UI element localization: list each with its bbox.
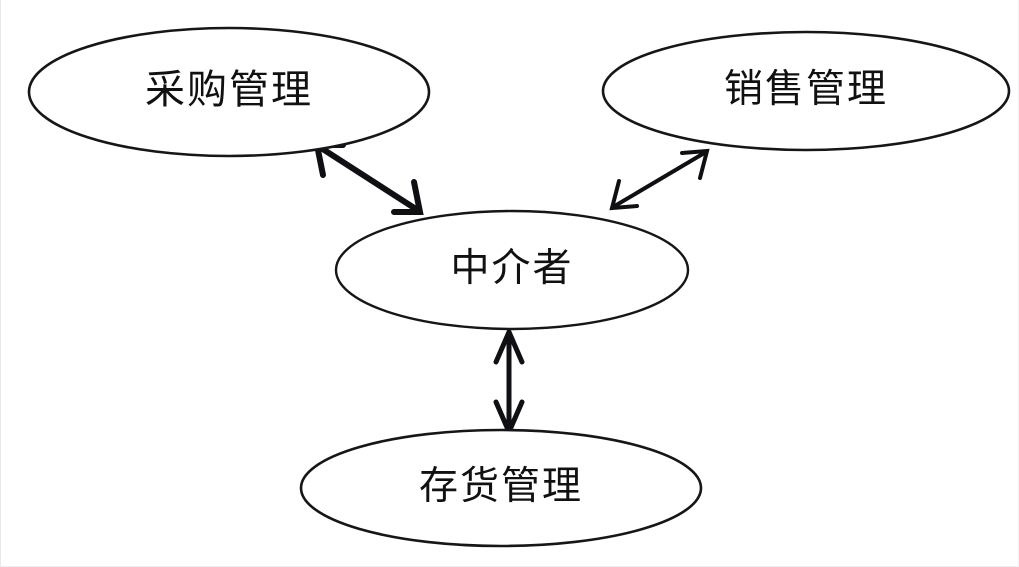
connector-mediator-sales <box>609 148 710 211</box>
node-label-sales: 销售管理 <box>724 68 888 111</box>
node-purchase-management[interactable]: 采购管理 <box>27 26 431 158</box>
arrow-head-end <box>391 179 424 215</box>
arrow-head-start <box>493 325 525 365</box>
node-label-inventory: 存货管理 <box>419 465 583 508</box>
node-label-purchase: 采购管理 <box>145 67 313 112</box>
connector-purchase-mediator <box>313 142 424 215</box>
connector-line <box>611 150 708 209</box>
arrow-head-end <box>680 148 710 180</box>
node-ellipse[interactable] <box>27 26 431 158</box>
connector-line <box>316 143 421 214</box>
node-ellipse[interactable] <box>334 209 690 331</box>
connector-mediator-inventory <box>493 325 525 439</box>
node-inventory-management[interactable]: 存货管理 <box>299 428 703 548</box>
node-label-mediator: 中介者 <box>450 247 573 290</box>
node-mediator[interactable]: 中介者 <box>334 209 690 331</box>
node-ellipse[interactable] <box>299 428 703 548</box>
node-ellipse[interactable] <box>601 30 1011 152</box>
node-sales-management[interactable]: 销售管理 <box>601 30 1011 152</box>
arrow-head-start <box>609 179 639 211</box>
